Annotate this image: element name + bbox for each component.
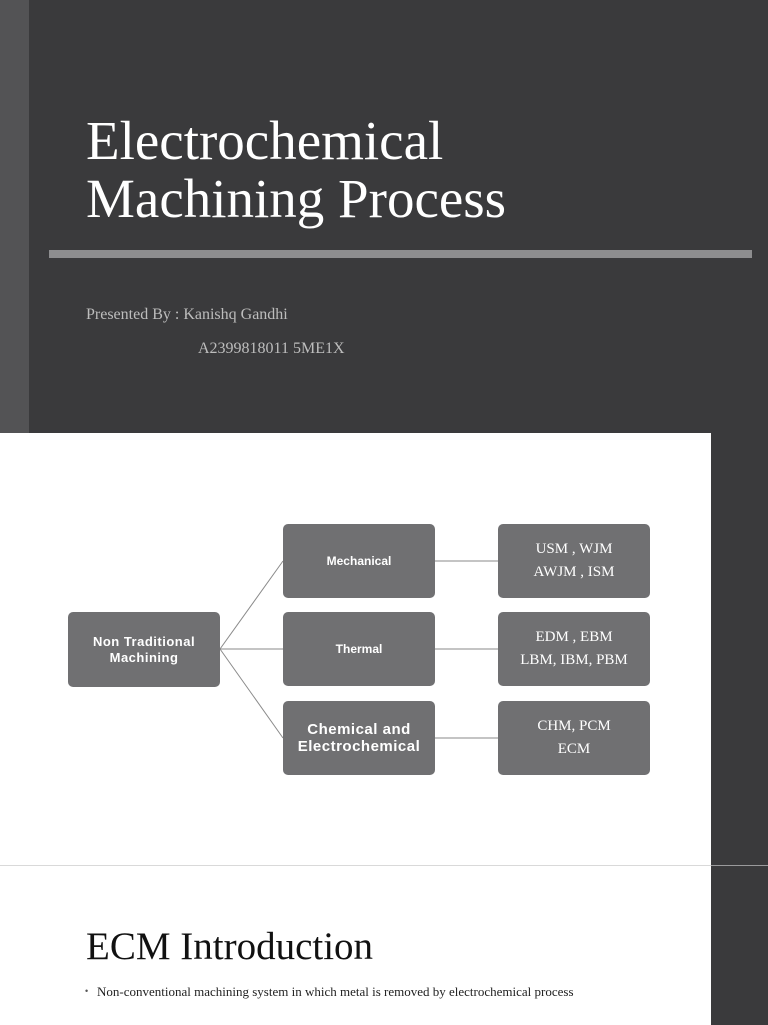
- processes-mechanical-line-2: AWJM , ISM: [533, 564, 615, 580]
- accent-bar: [0, 0, 29, 433]
- processes-mechanical: USM , WJM AWJM , ISM: [498, 524, 650, 598]
- processes-thermal: EDM , EBM LBM, IBM, PBM: [498, 612, 650, 686]
- bullet-point: Non-conventional machining system in whi…: [97, 984, 574, 999]
- slide-title: Electrochemical Machining Process: [86, 112, 726, 228]
- connector-root-chemical: [219, 648, 284, 739]
- processes-thermal-line-1: EDM , EBM: [535, 629, 613, 645]
- slide-title-line-1: Electrochemical: [86, 110, 444, 171]
- root-node: Non Traditional Machining: [68, 612, 220, 687]
- title-slide: Electrochemical Machining Process Presen…: [0, 0, 768, 433]
- category-chemical-line-1: Chemical and: [307, 721, 411, 738]
- root-node-line-2: Machining: [109, 649, 179, 665]
- category-thermal: Thermal: [283, 612, 435, 686]
- processes-chemical: CHM, PCM ECM: [498, 701, 650, 775]
- classification-slide: Non Traditional Machining Mechanical The…: [0, 433, 711, 865]
- category-mechanical-label: Mechanical: [326, 554, 392, 568]
- diagram-connectors: [219, 560, 498, 739]
- processes-chemical-line-2: ECM: [557, 741, 591, 757]
- category-chemical: Chemical and Electrochemical: [283, 701, 435, 775]
- processes-thermal-line-2: LBM, IBM, PBM: [520, 652, 628, 668]
- slide-side-strip: [711, 865, 768, 1025]
- roll-number: A2399818011 5ME1X: [198, 340, 345, 357]
- introduction-slide: ECM Introduction • Non-conventional mach…: [0, 865, 711, 1025]
- processes-mechanical-line-1: USM , WJM: [535, 541, 613, 557]
- connector-root-mechanical: [219, 560, 284, 650]
- slide-title-line-2: Machining Process: [86, 168, 507, 229]
- category-thermal-label: Thermal: [335, 642, 383, 656]
- bullet-marker: •: [85, 986, 89, 996]
- title-divider: [49, 250, 752, 258]
- presenter-name: Presented By : Kanishq Gandhi: [86, 306, 288, 323]
- root-node-line-1: Non Traditional: [92, 633, 196, 649]
- processes-chemical-line-1: CHM, PCM: [537, 718, 611, 734]
- category-mechanical: Mechanical: [283, 524, 435, 598]
- slide-heading: ECM Introduction: [86, 925, 374, 968]
- category-chemical-line-2: Electrochemical: [297, 738, 421, 755]
